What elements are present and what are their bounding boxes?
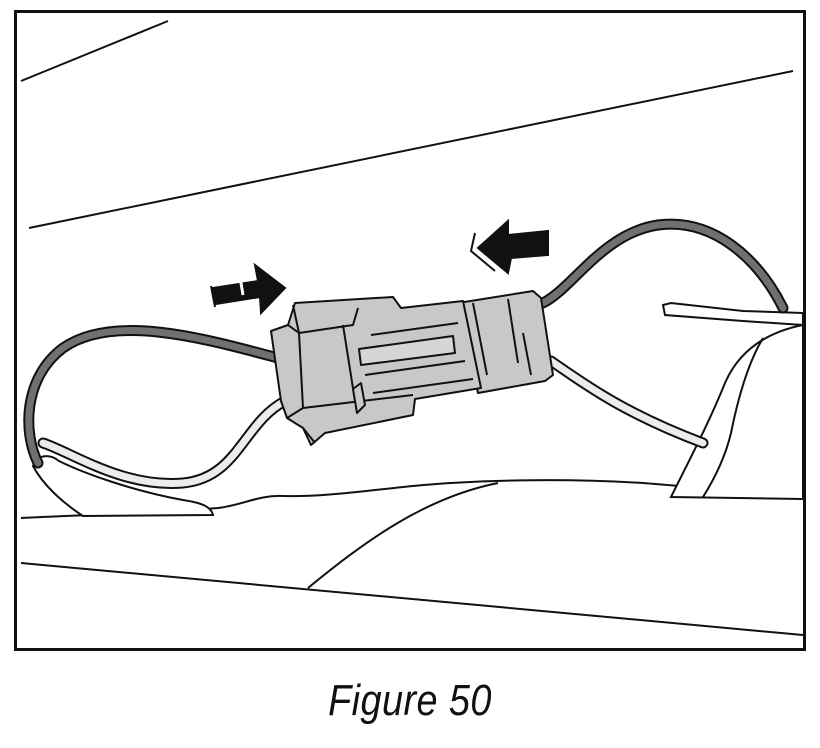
figure-caption: Figure 50 [328, 676, 492, 725]
right-bracket [661, 301, 803, 501]
wiring [23, 218, 789, 489]
connector-left-half [270, 296, 482, 446]
push-arrow-left [210, 262, 287, 316]
push-arrow-right [469, 218, 549, 275]
wire-connector [270, 290, 554, 446]
left-grommet [31, 455, 215, 518]
illustration-frame [14, 10, 806, 651]
connector-illustration [20, 20, 803, 636]
